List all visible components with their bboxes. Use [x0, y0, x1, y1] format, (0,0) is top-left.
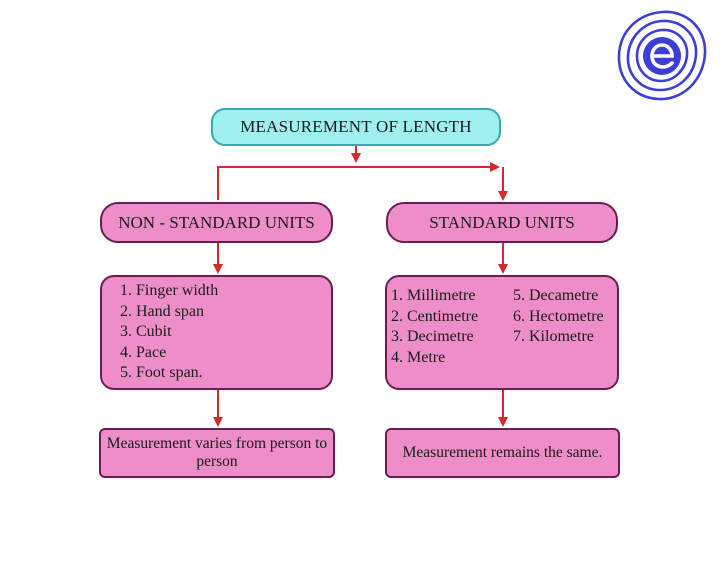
- standard-result-text: Measurement remains the same.: [402, 444, 603, 461]
- standard-result-node: Measurement remains the same.: [385, 428, 620, 478]
- standard-units-node: STANDARD UNITS: [386, 202, 618, 243]
- non-standard-units-list: 1. Finger width 2. Hand span 3. Cubit 4.…: [100, 275, 333, 390]
- standard-units-label: STANDARD UNITS: [429, 212, 575, 232]
- list-item: 4. Metre: [391, 348, 446, 366]
- non-standard-units-label: NON - STANDARD UNITS: [118, 212, 315, 232]
- list-item: 2. Hand span: [120, 302, 204, 320]
- list-item: 6. Hectometre: [513, 307, 604, 325]
- root-node: MEASUREMENT OF LENGTH: [211, 108, 501, 146]
- arrow-split: [217, 162, 500, 200]
- brand-logo-icon: [617, 10, 707, 101]
- list-item: 5. Decametre: [513, 287, 599, 304]
- non-standard-result-node: Measurement varies from person to person: [99, 428, 335, 478]
- list-item: 1. Millimetre: [391, 287, 476, 304]
- non-standard-result-text: Measurement varies from person to person: [106, 435, 328, 470]
- root-label: MEASUREMENT OF LENGTH: [240, 117, 472, 136]
- list-item: 4. Pace: [120, 343, 167, 361]
- list-item: 5. Foot span.: [120, 364, 203, 382]
- list-item: 3. Cubit: [120, 323, 172, 341]
- list-item: 2. Centimetre: [391, 307, 479, 325]
- list-item: 1. Finger width: [120, 282, 219, 300]
- standard-units-list: 1. Millimetre 2. Centimetre 3. Decimetre…: [385, 275, 619, 390]
- list-item: 7. Kilometre: [513, 328, 594, 345]
- non-standard-units-node: NON - STANDARD UNITS: [100, 202, 333, 243]
- list-item: 3. Decimetre: [391, 328, 474, 345]
